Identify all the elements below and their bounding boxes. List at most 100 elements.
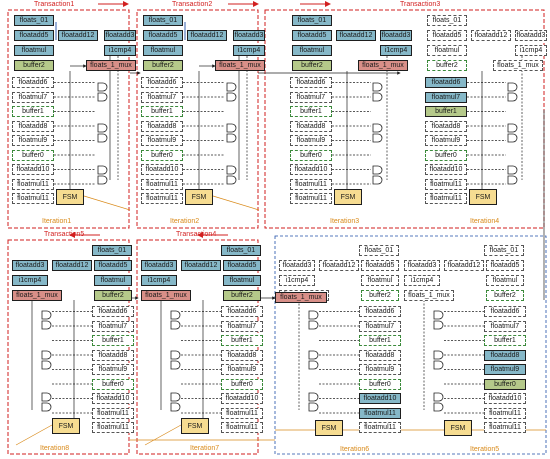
buffer1-block: buffer1: [290, 106, 332, 117]
floatmul11-block: floatmul11: [141, 178, 183, 190]
floatadd3-block: floatadd3: [404, 260, 440, 271]
and-gate: [41, 402, 52, 412]
floatmul9-block: floatmul9: [12, 135, 54, 146]
floatmul7-block: floatmul7: [12, 91, 54, 103]
iteration8-label: Iteration8: [40, 445, 70, 452]
transaction1-label: Transaction1: [34, 1, 75, 8]
floatadd3-block: floatadd3: [279, 260, 315, 271]
buffer1-block: buffer1: [221, 335, 263, 346]
floatmul7-block: floatmul7: [290, 91, 332, 103]
i1cmp4-block: i1cmp4: [104, 45, 136, 56]
floatadd6-block: floatadd6: [221, 306, 263, 317]
floatmul11b-block: floatmul11: [92, 422, 134, 433]
and-gate: [507, 123, 518, 133]
floatadd10-block: floatadd10: [141, 164, 183, 175]
floatmul9-block: floatmul9: [221, 364, 263, 375]
floats-01-block: floats_01: [484, 245, 524, 256]
floatadd6-block: floatadd6: [290, 77, 332, 88]
and-gate: [507, 92, 518, 102]
floatmul-block: floatmul: [361, 275, 399, 286]
floats-01-block: floats_01: [292, 15, 332, 26]
floats-1-mux-block: floats_1_mux: [141, 290, 191, 301]
transaction4-label: Transaction4: [176, 231, 217, 238]
and-gate: [372, 123, 383, 133]
floatmul11-block: floatmul11: [221, 407, 263, 419]
floatmul11-block: floatmul11: [12, 178, 54, 190]
and-gate: [97, 133, 108, 143]
floatmul11-block: floatmul11: [359, 407, 401, 419]
and-gate: [433, 402, 444, 412]
floatadd12-block: floatadd12: [444, 260, 484, 271]
transaction1-frame: [7, 9, 130, 229]
iteration5-label: Iteration5: [470, 446, 500, 453]
and-gate: [226, 92, 237, 102]
floatmul9-block: floatmul9: [141, 135, 183, 146]
floats-1-mux-block: floats_1_mux: [404, 290, 454, 301]
buffer2-block: buffer2: [361, 290, 399, 301]
floatadd12-block: floatadd12: [336, 30, 376, 41]
buffer0-block: buffer0: [92, 378, 134, 390]
floatadd6-block: floatadd6: [92, 306, 134, 317]
buffer0-block: buffer0: [484, 378, 526, 390]
floats-01-block: floats_01: [427, 15, 467, 26]
and-gate: [170, 310, 181, 320]
and-gate: [308, 320, 319, 330]
fsm-block: FSM: [181, 418, 209, 434]
buffer0-block: buffer0: [425, 149, 467, 161]
floatadd10-block: floatadd10: [221, 393, 263, 404]
buffer2-block: buffer2: [292, 60, 332, 71]
floatmul-block: floatmul: [292, 45, 332, 56]
i1cmp4-block: i1cmp4: [515, 45, 547, 56]
fsm-block: FSM: [444, 420, 472, 436]
floatadd12-block: floatadd12: [58, 30, 98, 41]
and-gate: [170, 360, 181, 370]
and-gate: [226, 82, 237, 92]
i1cmp4-block: i1cmp4: [141, 275, 177, 286]
floatadd10-block: floatadd10: [359, 393, 401, 404]
and-gate: [507, 175, 518, 185]
fsm-block: FSM: [185, 189, 213, 205]
floatmul11b-block: floatmul11: [484, 422, 526, 433]
i1cmp4-block: i1cmp4: [380, 45, 412, 56]
floatmul9-block: floatmul9: [425, 135, 467, 146]
floatadd6-block: floatadd6: [12, 77, 54, 88]
floatadd8-block: floatadd8: [425, 120, 467, 132]
floatmul11b-block: floatmul11: [141, 193, 183, 204]
and-gate: [226, 165, 237, 175]
floats-1-mux-block: floats_1_mux: [215, 60, 265, 71]
and-gate: [226, 175, 237, 185]
and-gate: [372, 165, 383, 175]
i1cmp4-block: i1cmp4: [279, 275, 315, 286]
and-gate: [41, 392, 52, 402]
floatadd3-block: floatadd3: [515, 30, 547, 41]
iteration2-label: Iteration2: [170, 218, 200, 225]
floatadd12-block: floatadd12: [181, 260, 221, 271]
and-gate: [41, 360, 52, 370]
floatadd8-block: floatadd8: [141, 120, 183, 132]
and-gate: [170, 392, 181, 402]
floatmul-block: floatmul: [223, 275, 261, 286]
fsm-block: FSM: [56, 189, 84, 205]
buffer1-block: buffer1: [425, 106, 467, 117]
transaction2-frame: [136, 9, 259, 229]
floatmul-block: floatmul: [486, 275, 524, 286]
floats-1-mux-block: floats_1_mux: [12, 290, 62, 301]
floatadd5-block: floatadd5: [486, 260, 524, 271]
floatadd3-block: floatadd3: [380, 30, 412, 41]
floatadd10-block: floatadd10: [12, 164, 54, 175]
floatadd6-block: floatadd6: [484, 306, 526, 317]
floatadd5-block: floatadd5: [292, 30, 332, 41]
floatadd10-block: floatadd10: [92, 393, 134, 404]
floatadd3-block: floatadd3: [104, 30, 136, 41]
floatadd10-block: floatadd10: [425, 164, 467, 175]
floatmul7-block: floatmul7: [141, 91, 183, 103]
buffer1-block: buffer1: [484, 335, 526, 346]
and-gate: [433, 360, 444, 370]
and-gate: [308, 402, 319, 412]
buffer1-block: buffer1: [92, 335, 134, 346]
floatadd5-block: floatadd5: [427, 30, 467, 41]
and-gate: [308, 310, 319, 320]
and-gate: [308, 350, 319, 360]
floats-01-block: floats_01: [221, 245, 261, 256]
